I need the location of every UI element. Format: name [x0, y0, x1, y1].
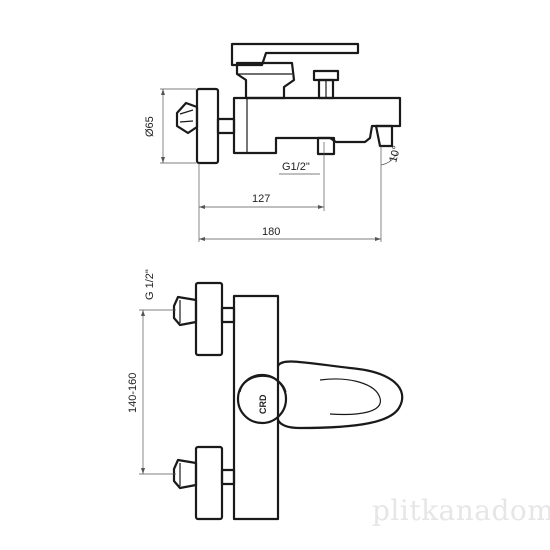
depth-180-label: 180 — [262, 226, 280, 238]
brand-logo: CRD — [258, 394, 268, 414]
front-view: CRD G 1/2" 140-160 — [127, 269, 404, 521]
outlet — [316, 136, 336, 156]
mixer-body — [232, 96, 402, 155]
diameter-label: Ø65 — [144, 116, 156, 137]
eccentric-connector — [175, 101, 199, 135]
cartridge — [235, 61, 296, 100]
upper-connector — [172, 295, 198, 327]
stub-pipe — [216, 117, 236, 135]
oval-lever — [276, 360, 404, 430]
upper-flange — [194, 281, 224, 357]
lower-flange — [194, 445, 224, 521]
lever-handle — [230, 42, 360, 67]
angle-label: 10° — [387, 145, 403, 164]
cartridge-disc — [236, 373, 288, 425]
thread-label-side: G1/2" — [282, 161, 310, 173]
side-view: Ø65 G1/2" 10° 127 180 — [144, 42, 403, 242]
lower-connector — [172, 458, 198, 490]
spacing-label: 140-160 — [127, 373, 139, 413]
front-body — [232, 294, 280, 521]
wall-flange — [195, 87, 220, 165]
diverter-knob — [312, 69, 340, 82]
depth-127-label: 127 — [252, 193, 270, 205]
watermark: plitkanadom.ru — [372, 494, 550, 527]
spout-aerator — [374, 124, 394, 148]
thread-label-front: G 1/2" — [144, 269, 156, 300]
